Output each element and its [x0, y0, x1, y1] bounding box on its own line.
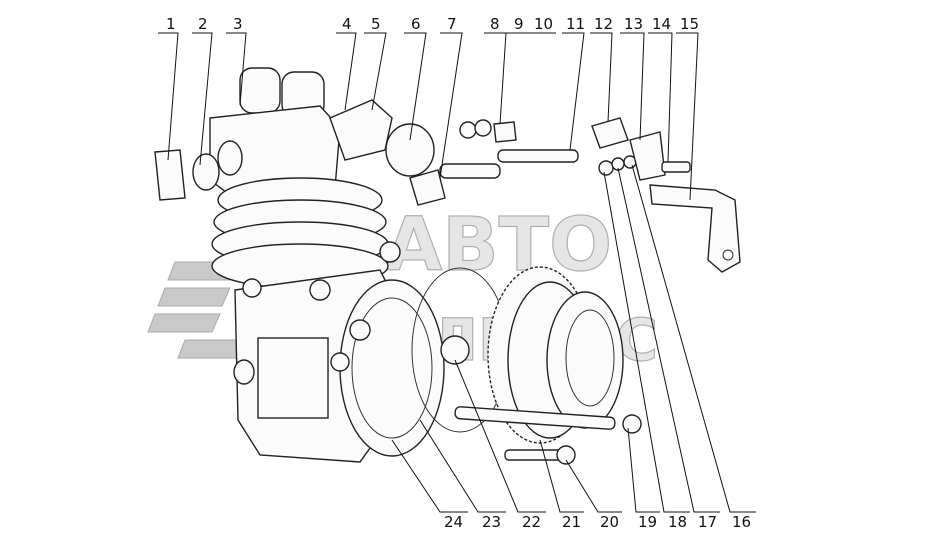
callout-11: 11 [566, 15, 585, 33]
callout-16: 16 [732, 513, 751, 531]
fittings-group [154, 99, 579, 206]
callout-8: 8 [490, 15, 500, 33]
callout-2: 2 [198, 15, 208, 33]
callout-7: 7 [447, 15, 457, 33]
callout-10: 10 [534, 15, 553, 33]
gear-assembly [411, 266, 642, 465]
callout-19: 19 [638, 513, 657, 531]
callout-24: 24 [444, 513, 463, 531]
leader-lines-top [158, 32, 699, 201]
watermark-line1: АВТО [385, 202, 612, 288]
leader-lines-bottom [391, 164, 756, 513]
callout-4: 4 [342, 15, 352, 33]
callout-22: 22 [522, 513, 541, 531]
callout-12: 12 [594, 15, 613, 33]
bracket-group [591, 117, 741, 273]
callout-15: 15 [680, 15, 699, 33]
callout-18: 18 [668, 513, 687, 531]
callout-3: 3 [233, 15, 243, 33]
callout-6: 6 [411, 15, 421, 33]
callout-13: 13 [624, 15, 643, 33]
callout-21: 21 [562, 513, 581, 531]
callout-23: 23 [482, 513, 501, 531]
callout-9: 9 [514, 15, 524, 33]
callout-14: 14 [652, 15, 671, 33]
callout-1: 1 [166, 15, 176, 33]
callout-5: 5 [371, 15, 381, 33]
callout-20: 20 [600, 513, 619, 531]
compressor-assembly [209, 67, 470, 463]
callout-17: 17 [698, 513, 717, 531]
